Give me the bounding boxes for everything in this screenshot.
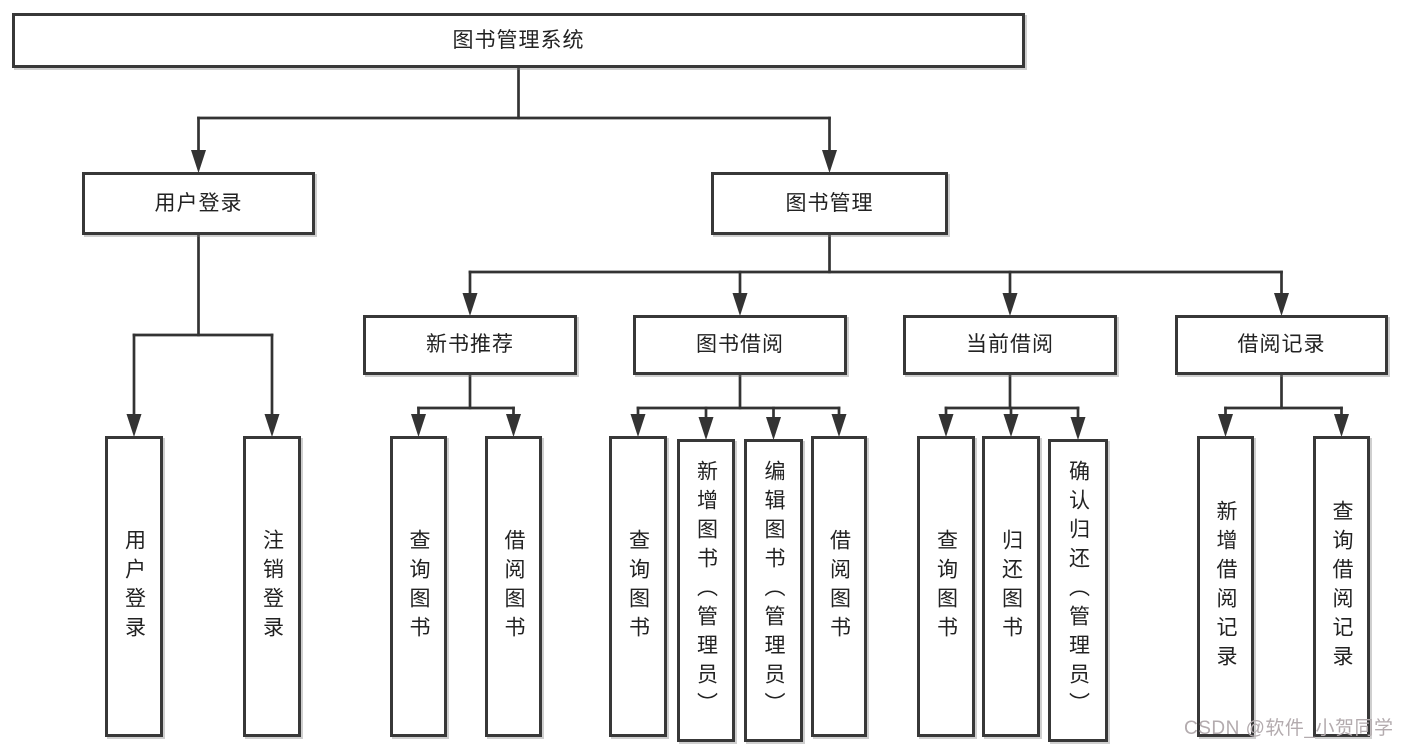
node-leaf-edit-book-admin: 编辑图书（管理员） (744, 439, 803, 742)
node-leaf-logout: 注销登录 (243, 436, 301, 737)
arrow-down-icon (1218, 414, 1233, 437)
arrow-down-icon (1002, 293, 1018, 316)
node-new-book-rec-label: 新书推荐 (426, 333, 514, 357)
node-book-mgmt-label: 图书管理 (785, 191, 874, 215)
node-current-borrow-label: 当前借阅 (966, 333, 1054, 357)
node-leaf-query-book-current-label: 查询图书 (934, 528, 958, 645)
node-book-borrow: 图书借阅 (633, 315, 847, 375)
node-leaf-query-borrow-record-label: 查询借阅记录 (1330, 499, 1353, 674)
node-leaf-user-login-label: 用户登录 (122, 528, 146, 645)
arrow-down-icon (1003, 414, 1019, 437)
node-root: 图书管理系统 (12, 13, 1025, 68)
node-leaf-logout-label: 注销登录 (260, 528, 284, 645)
node-user-login-label: 用户登录 (154, 191, 243, 215)
node-borrow-record: 借阅记录 (1175, 315, 1388, 375)
arrow-down-icon (462, 293, 478, 316)
node-leaf-user-login: 用户登录 (105, 436, 163, 737)
arrow-down-icon (1070, 417, 1086, 440)
node-user-login: 用户登录 (82, 172, 315, 235)
node-leaf-return-book-label: 归还图书 (999, 528, 1023, 645)
arrow-down-icon (1274, 293, 1289, 316)
node-leaf-query-book-rec-label: 查询图书 (407, 528, 430, 645)
arrow-down-icon (698, 417, 714, 440)
node-leaf-borrow-book-borrow: 借阅图书 (811, 436, 867, 737)
arrow-down-icon (1334, 414, 1349, 437)
arrow-down-icon (766, 417, 781, 440)
node-leaf-borrow-book-borrow-label: 借阅图书 (827, 528, 851, 645)
node-leaf-borrow-book-rec: 借阅图书 (485, 436, 542, 737)
node-leaf-query-book-borrow-label: 查询图书 (626, 528, 650, 645)
node-leaf-query-borrow-record: 查询借阅记录 (1313, 436, 1370, 737)
node-leaf-query-book-rec: 查询图书 (390, 436, 447, 737)
node-borrow-record-label: 借阅记录 (1237, 333, 1326, 357)
node-leaf-add-book-admin-label: 新增图书（管理员） (694, 460, 718, 721)
node-leaf-confirm-return: 确认归还（管理员） (1048, 439, 1108, 742)
node-current-borrow: 当前借阅 (903, 315, 1117, 375)
arrow-down-icon (732, 293, 748, 316)
node-leaf-add-book-admin: 新增图书（管理员） (677, 439, 735, 742)
arrow-down-icon (264, 414, 280, 437)
arrow-down-icon (822, 150, 837, 173)
node-book-borrow-label: 图书借阅 (696, 333, 784, 357)
node-new-book-rec: 新书推荐 (363, 315, 577, 375)
node-leaf-edit-book-admin-label: 编辑图书（管理员） (762, 460, 785, 721)
arrow-down-icon (630, 414, 646, 437)
node-leaf-confirm-return-label: 确认归还（管理员） (1066, 460, 1090, 721)
node-leaf-borrow-book-rec-label: 借阅图书 (502, 528, 525, 645)
arrow-down-icon (831, 414, 847, 437)
arrow-down-icon (411, 414, 426, 437)
node-book-mgmt: 图书管理 (711, 172, 948, 235)
arrow-down-icon (191, 150, 206, 173)
node-leaf-query-book-borrow: 查询图书 (609, 436, 667, 737)
arrow-down-icon (506, 414, 521, 437)
node-leaf-add-borrow-record-label: 新增借阅记录 (1214, 499, 1237, 674)
node-leaf-return-book: 归还图书 (982, 436, 1040, 737)
node-root-label: 图书管理系统 (452, 28, 585, 52)
arrow-down-icon (126, 414, 142, 437)
node-leaf-add-borrow-record: 新增借阅记录 (1197, 436, 1254, 737)
node-leaf-query-book-current: 查询图书 (917, 436, 975, 737)
arrow-down-icon (938, 414, 954, 437)
